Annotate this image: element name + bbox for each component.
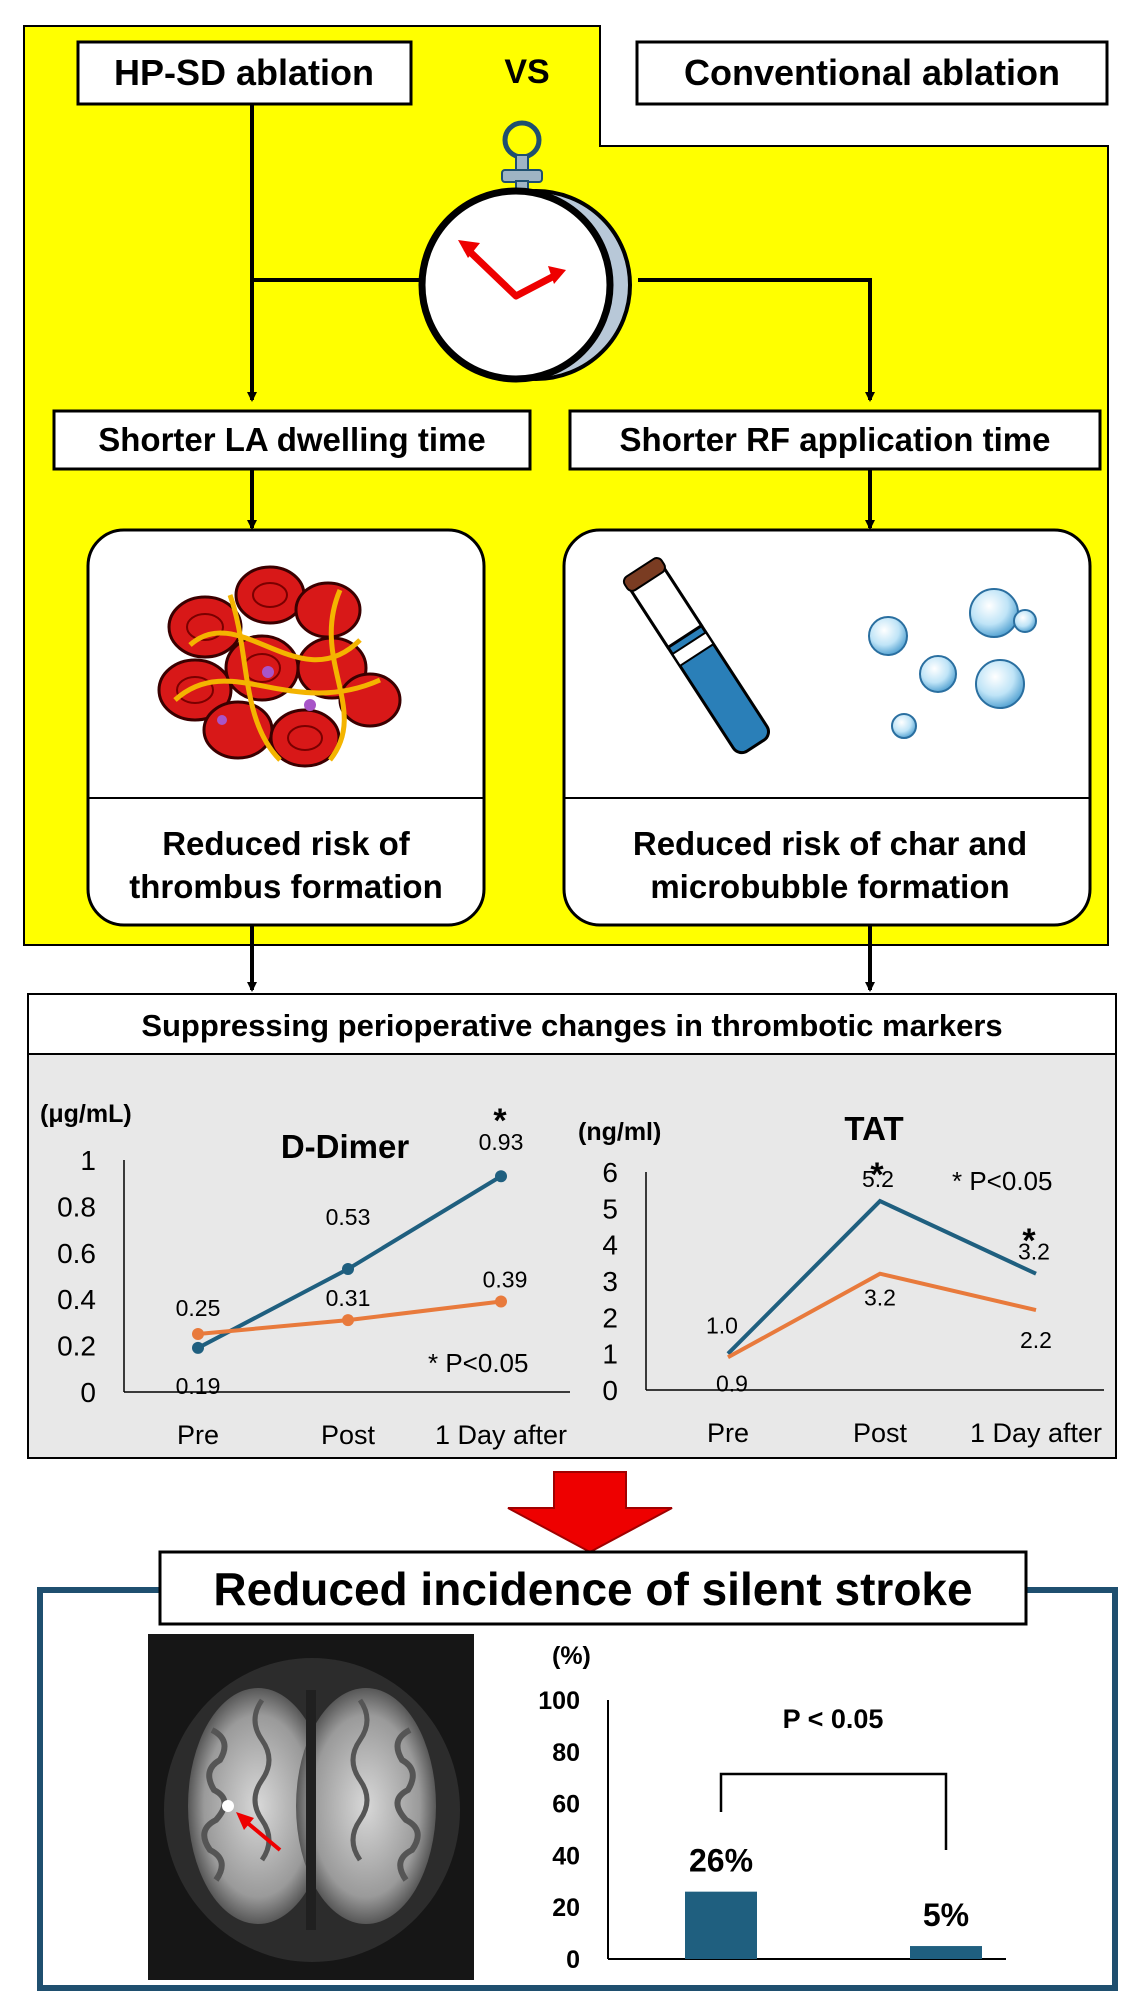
data-label: 0.31	[326, 1285, 371, 1311]
tat-annotation: * P<0.05	[952, 1166, 1052, 1196]
left-outcome-line1: Reduced risk of	[162, 825, 411, 862]
y-tick-label: 0.6	[57, 1238, 96, 1269]
data-point	[495, 1170, 507, 1183]
y-tick-label: 2	[602, 1302, 618, 1333]
microbubbles-icon	[868, 588, 1037, 739]
x-tick-label: Post	[853, 1418, 908, 1448]
conventional-label: Conventional ablation	[684, 52, 1060, 93]
thrombus-icon	[157, 565, 402, 768]
vs-label: VS	[504, 53, 549, 91]
series-line	[727, 1271, 1037, 1360]
tat-unit-label: (ng/ml)	[578, 1118, 661, 1146]
tat-star-day1: *	[1022, 1222, 1036, 1260]
ddimer-annotation: * P<0.05	[428, 1348, 528, 1378]
bar-annotation: P < 0.05	[783, 1704, 884, 1734]
down-arrow-icon	[507, 1471, 673, 1554]
left-step-label: Shorter LA dwelling time	[98, 421, 485, 458]
data-label: 0.25	[176, 1295, 221, 1321]
y-tick-label: 60	[552, 1791, 580, 1819]
bar-unit-label: (%)	[552, 1642, 591, 1670]
y-tick-label: 0	[602, 1375, 618, 1406]
y-tick-label: 1	[80, 1145, 96, 1176]
x-tick-label: Pre	[707, 1418, 749, 1448]
x-tick-label: 1 Day after	[970, 1418, 1102, 1448]
bar-value-label: 5%	[923, 1897, 969, 1933]
data-label: 0.93	[479, 1129, 524, 1155]
data-point	[192, 1341, 204, 1354]
y-tick-label: 0	[80, 1377, 96, 1408]
markers-title: Suppressing perioperative changes in thr…	[141, 1008, 1002, 1043]
right-step-label: Shorter RF application time	[620, 421, 1051, 458]
data-point	[495, 1295, 507, 1308]
data-label: 3.2	[864, 1285, 896, 1311]
data-label: 0.39	[483, 1267, 528, 1293]
data-label: 1.0	[706, 1313, 738, 1339]
y-tick-label: 40	[552, 1842, 580, 1870]
bar-value-label: 26%	[689, 1843, 753, 1879]
data-point	[342, 1263, 354, 1276]
stroke-bar-chart: (%) P < 0.05 0 20 40 60 80 100 26% 5%	[538, 1642, 1006, 1974]
hpsd-label: HP-SD ablation	[114, 52, 374, 93]
y-tick-label: 3	[602, 1266, 618, 1297]
x-tick-label: 1 Day after	[435, 1420, 567, 1450]
data-label: 5.2	[862, 1166, 894, 1192]
markers-title-bar	[27, 993, 1117, 1055]
mri-brain-image	[148, 1634, 474, 1980]
y-tick-label: 80	[552, 1739, 580, 1767]
data-label: 3.2	[1018, 1239, 1050, 1265]
y-tick-label: 0	[566, 1946, 580, 1974]
x-tick-label: Post	[321, 1420, 376, 1450]
left-outcome-line2: thrombus formation	[129, 868, 442, 905]
catheter-icon	[622, 557, 770, 755]
ddimer-unit-label: (μg/mL)	[40, 1100, 132, 1128]
ddimer-star: *	[493, 1102, 507, 1140]
stroke-title: Reduced incidence of silent stroke	[213, 1563, 972, 1615]
series-line	[726, 1198, 1037, 1356]
bar	[910, 1946, 982, 1959]
hpsd-box	[76, 40, 413, 106]
stopwatch-icon	[418, 120, 632, 383]
right-outcome-line2: microbubble formation	[650, 868, 1009, 905]
right-outcome-line1: Reduced risk of char and	[633, 825, 1027, 862]
data-label: 0.19	[176, 1373, 221, 1399]
bar	[685, 1891, 757, 1959]
data-label: 0.9	[716, 1370, 748, 1396]
tat-star-post: *	[870, 1156, 884, 1194]
conventional-box	[635, 40, 1109, 106]
y-tick-label: 20	[552, 1894, 580, 1922]
y-tick-label: 0.2	[57, 1331, 96, 1362]
data-point	[192, 1328, 204, 1340]
tat-title: TAT	[844, 1110, 903, 1147]
y-tick-label: 0.8	[57, 1191, 96, 1222]
y-tick-label: 6	[602, 1157, 618, 1188]
right-step-box	[568, 409, 1102, 471]
significance-bracket	[719, 1772, 948, 1850]
y-tick-label: 5	[602, 1193, 618, 1224]
left-step-box	[52, 409, 532, 471]
data-point	[342, 1314, 354, 1327]
x-tick-label: Pre	[177, 1420, 219, 1450]
y-tick-label: 0.4	[57, 1284, 96, 1315]
ddimer-chart: (μg/mL) D-Dimer * P<0.05 * 0 0.2 0.4 0.6 0.8…	[40, 1100, 570, 1450]
ddimer-title: D-Dimer	[281, 1128, 410, 1165]
y-tick-label: 1	[602, 1339, 618, 1370]
y-tick-label: 4	[602, 1230, 618, 1261]
data-label: 0.53	[326, 1204, 371, 1230]
data-label: 2.2	[1020, 1327, 1052, 1353]
stroke-title-box	[158, 1550, 1028, 1626]
y-tick-label: 100	[538, 1687, 580, 1715]
